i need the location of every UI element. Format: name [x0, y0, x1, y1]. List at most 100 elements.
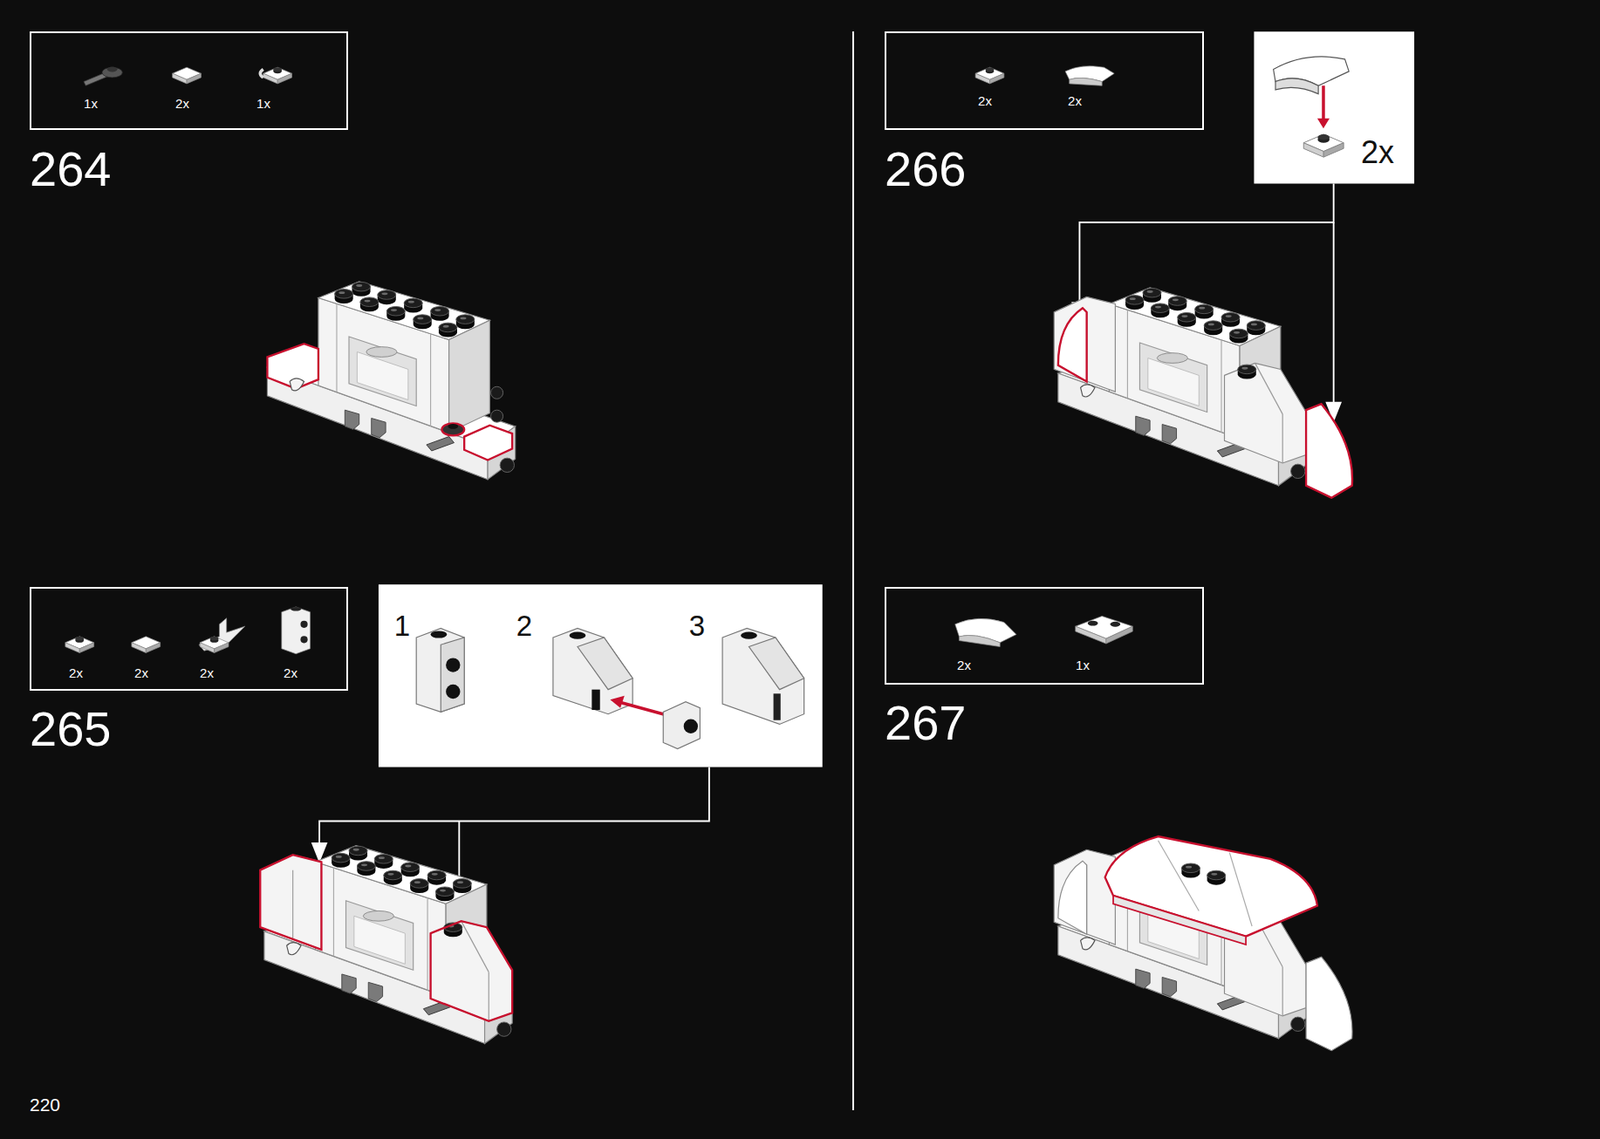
step-number: 267 — [884, 698, 966, 748]
step-number: 266 — [884, 144, 966, 194]
page-divider — [852, 31, 855, 1111]
part-icon — [1065, 66, 1115, 87]
callout-leader — [319, 184, 1334, 890]
part-count: 2x — [957, 658, 971, 672]
sub-step-curve — [1317, 118, 1330, 130]
model-step-267 — [1105, 836, 1318, 937]
sub-step-slope — [553, 628, 633, 714]
sub-step-curve — [1321, 85, 1326, 123]
part-icon — [1110, 622, 1122, 628]
part-icon — [1075, 615, 1133, 644]
part-icon — [65, 636, 95, 654]
part-icon — [300, 635, 308, 643]
model-step-264 — [289, 378, 304, 391]
sub-step-brick — [445, 657, 460, 672]
sub-step-result — [773, 693, 781, 720]
callout-leader — [1333, 222, 1335, 404]
sub-assembly-callout: 123 — [378, 584, 823, 767]
sub-step-brick — [430, 630, 448, 638]
model-step-265 — [430, 921, 513, 1022]
part-icon — [300, 621, 308, 629]
sub-step-result — [740, 632, 758, 640]
part-icon — [290, 607, 301, 612]
part-icon — [1087, 621, 1099, 627]
part-count: 2x — [68, 666, 83, 680]
part-icon — [1106, 626, 1133, 644]
sub-assembly-callout: 2x — [1253, 31, 1415, 184]
sub-step-curve — [1303, 134, 1344, 158]
callout-panel — [378, 584, 823, 767]
sub-step-slope — [663, 702, 700, 750]
model-step-265 — [259, 854, 513, 1022]
callout-leader — [1079, 184, 1334, 305]
model-step-267 — [1181, 863, 1200, 878]
sub-step-result — [748, 637, 804, 691]
model-step-266 — [1053, 287, 1353, 499]
part-count: 2x — [977, 94, 992, 108]
part-count: 1x — [83, 96, 98, 110]
part-icon — [259, 67, 292, 84]
callout-number: 1 — [394, 611, 411, 641]
part-count: 2x — [199, 666, 214, 680]
sub-step-slope — [591, 690, 600, 711]
part-icon — [83, 67, 123, 87]
part-count: 2x — [1067, 94, 1082, 108]
part-icon — [1075, 626, 1107, 644]
sub-step-slope — [553, 628, 700, 749]
model-step-264 — [441, 423, 465, 436]
part-icon — [958, 635, 1000, 647]
sub-step-slope — [683, 719, 698, 734]
sub-step-slope — [577, 637, 633, 691]
part-icon — [172, 67, 202, 84]
page-number: 220 — [29, 1095, 61, 1115]
part-icon — [259, 69, 264, 78]
model-step-264 — [426, 437, 455, 452]
model-step-266 — [1058, 307, 1353, 499]
part-icon — [263, 67, 293, 84]
parts-list-box: 1x 2x 1x — [29, 31, 349, 130]
part-count: 2x — [134, 666, 149, 680]
sub-step-brick — [445, 684, 460, 699]
part-count: 2x — [175, 96, 190, 110]
part-icon — [102, 67, 123, 78]
part-count: 2x — [283, 666, 298, 680]
instruction-art — [65, 31, 1415, 1051]
step-number: 265 — [29, 704, 111, 754]
model-step-267 — [1207, 870, 1226, 885]
sub-step-slope — [569, 632, 587, 640]
part-icon — [1069, 77, 1102, 86]
model-step-266 — [1305, 403, 1353, 499]
part-icon — [131, 636, 161, 654]
part-icon — [107, 67, 118, 73]
model-step-265 — [287, 943, 301, 956]
parts-list-box: 2x 2x — [884, 31, 1204, 130]
callout-panel — [1253, 31, 1415, 184]
parts-list-box: 2x 1x — [884, 587, 1204, 685]
model-step-264 — [464, 425, 513, 461]
part-icon — [198, 618, 246, 654]
model-step-264 — [266, 281, 515, 480]
callout-leader — [319, 767, 710, 846]
part-icon — [281, 607, 311, 655]
sub-step-result — [722, 628, 805, 725]
part-icon — [955, 618, 1017, 647]
model-step-267 — [1053, 836, 1353, 1052]
part-icon — [281, 607, 311, 655]
sub-step-slope — [609, 696, 624, 709]
sub-step-brick — [440, 637, 465, 712]
sub-step-curve — [1273, 56, 1350, 158]
model-step-264 — [266, 281, 515, 480]
callout-number: 2x — [1360, 136, 1395, 169]
parts-list-box: 2x 2x 2x 2x — [29, 587, 349, 691]
part-count: 1x — [1075, 658, 1090, 672]
model-step-266 — [1080, 384, 1095, 397]
model-step-265 — [259, 854, 322, 951]
model-step-265 — [259, 846, 513, 1045]
model-step-267 — [1229, 853, 1252, 927]
sub-step-result — [722, 628, 805, 725]
part-icon — [975, 67, 1005, 84]
callout-number: 3 — [689, 611, 705, 641]
model-step-267 — [1113, 895, 1246, 945]
part-count: 1x — [256, 96, 271, 110]
